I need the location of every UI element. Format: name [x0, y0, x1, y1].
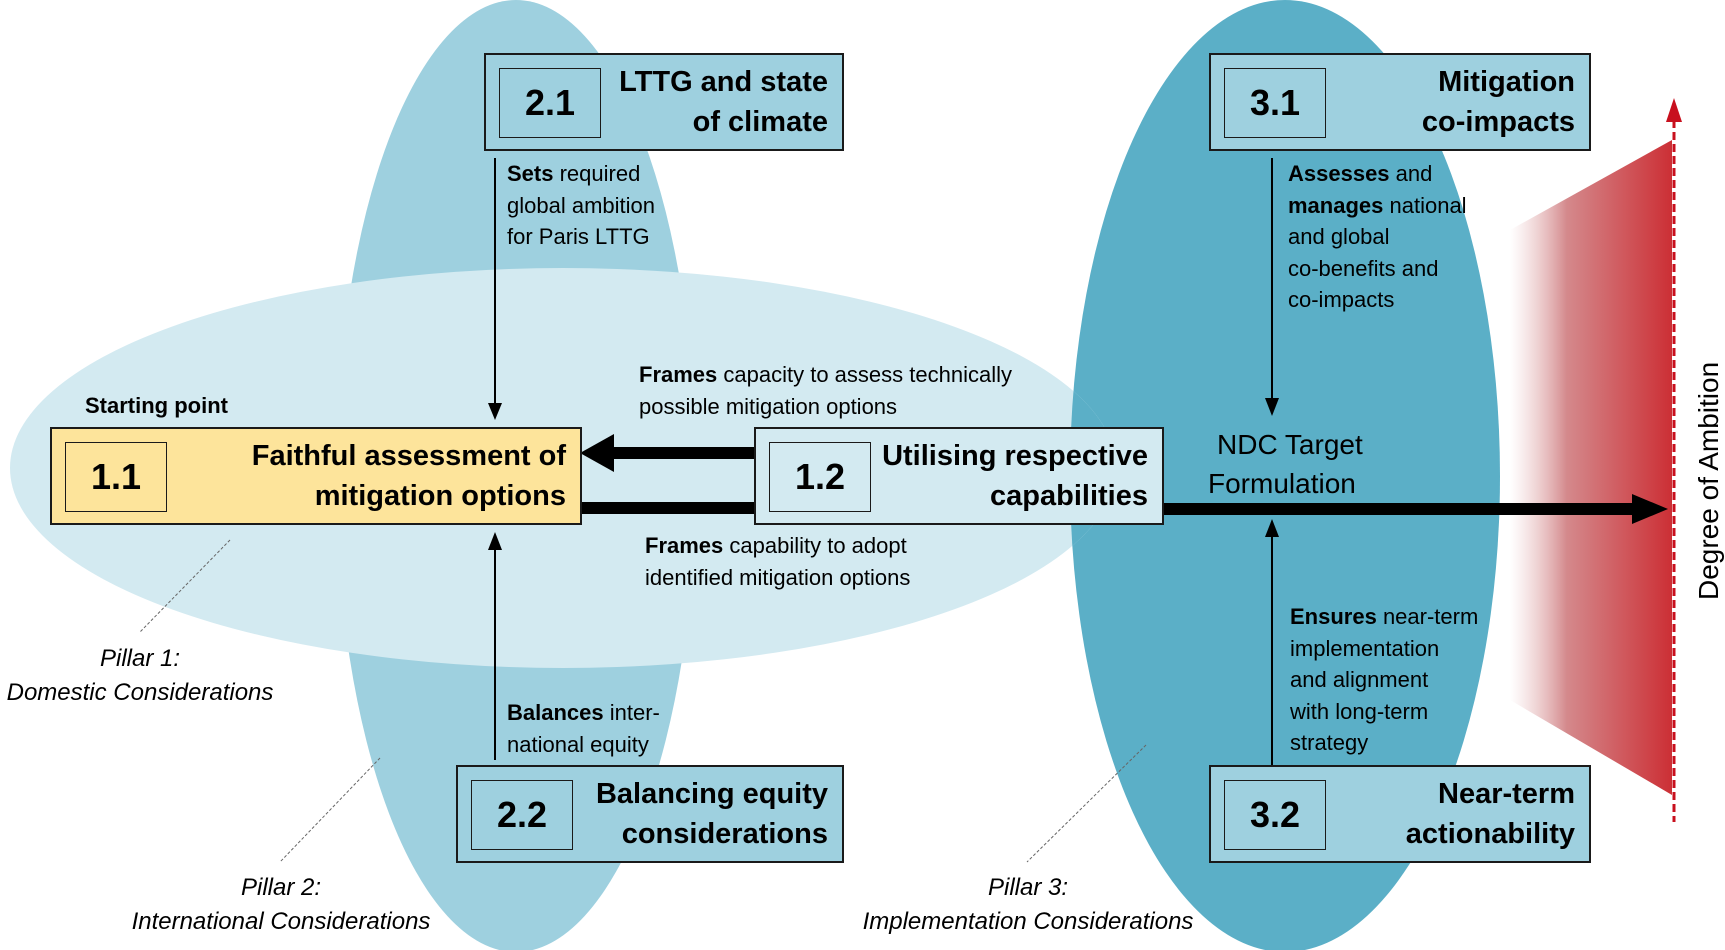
annotation-frames-bottom: Frames capability to adopt identified mi…: [645, 533, 911, 590]
box-3-1-title-line1: Mitigation: [1438, 66, 1575, 98]
annotation-assesses: Assesses and manages national and global…: [1288, 161, 1467, 312]
box-2-2-number: 2.2: [471, 780, 573, 850]
arrow-2-2-head: [488, 532, 502, 550]
pillar-1-leader: [139, 539, 231, 633]
box-2-1-title: LTTG and state of climate: [608, 62, 828, 142]
ndc-arrowhead: [1632, 494, 1668, 524]
arrow-3-1-head: [1265, 398, 1279, 416]
annotation-balances: Balances inter- national equity: [507, 700, 660, 757]
ndc-target-label: NDC Target Formulation: [1208, 429, 1363, 499]
box-3-2[interactable]: 3.2 Near-term actionability: [1209, 765, 1591, 863]
box-3-1-title: Mitigation co-impacts: [1355, 62, 1575, 142]
box-2-1-number: 2.1: [499, 68, 601, 138]
arrow-1-2-to-1-1-shaft: [610, 447, 758, 459]
arrow-2-1-head: [488, 403, 502, 420]
box-1-1-title: Faithful assessment of mitigation option…: [186, 436, 566, 516]
box-3-2-title: Near-term actionability: [1355, 774, 1575, 854]
pillar-3-ellipse: [1070, 0, 1500, 950]
box-2-1-title-line1: LTTG and state: [619, 66, 828, 98]
box-1-1-number: 1.1: [65, 442, 167, 512]
box-2-2-title-line2: considerations: [621, 818, 828, 850]
box-1-2[interactable]: 1.2 Utilising respective capabilities: [754, 427, 1164, 525]
pillar-3-leader: [1026, 744, 1147, 863]
pillar-2-leader: [279, 757, 381, 863]
annotation-sets: Sets required global ambition for Paris …: [507, 161, 655, 249]
box-1-2-title: Utilising respective capabilities: [868, 436, 1148, 516]
box-2-2[interactable]: 2.2 Balancing equity considerations: [456, 765, 844, 863]
box-2-2-title-line1: Balancing equity: [595, 778, 828, 810]
annotation-frames-top: Frames capacity to assess technically po…: [639, 362, 1012, 419]
starting-point-label: Starting point: [85, 393, 228, 418]
box-2-1[interactable]: 2.1 LTTG and state of climate: [484, 53, 844, 151]
box-3-1-number: 3.1: [1224, 68, 1326, 138]
box-1-2-title-line2: capabilities: [990, 480, 1148, 512]
arrow-1-1-to-1-2-line: [580, 502, 758, 514]
box-3-1[interactable]: 3.1 Mitigation co-impacts: [1209, 53, 1591, 151]
arrow-3-2-head: [1265, 519, 1279, 537]
pillar-3-label: Pillar 3: Implementation Considerations: [862, 874, 1194, 935]
degree-of-ambition-label: Degree of Ambition: [1693, 361, 1724, 600]
pillar-1-label: Pillar 1: Domestic Considerations: [6, 645, 274, 706]
box-1-1[interactable]: 1.1 Faithful assessment of mitigation op…: [50, 427, 582, 525]
pillar-2-label: Pillar 2: International Considerations: [131, 874, 431, 935]
box-2-1-title-line2: of climate: [692, 106, 828, 138]
annotation-ensures: Ensures near-term implementation and ali…: [1290, 604, 1479, 755]
arrow-ndc-shaft: [1163, 503, 1635, 515]
box-1-1-title-line2: mitigation options: [314, 480, 566, 512]
box-3-2-title-line1: Near-term: [1438, 778, 1575, 810]
ambition-arrowhead: [1666, 98, 1682, 122]
ambition-wedge: [1510, 140, 1672, 795]
box-3-2-number: 3.2: [1224, 780, 1326, 850]
box-1-2-title-line1: Utilising respective: [882, 440, 1148, 472]
box-1-2-number: 1.2: [769, 442, 871, 512]
box-3-1-title-line2: co-impacts: [1421, 106, 1575, 138]
arrow-1-2-to-1-1-head: [580, 434, 614, 472]
box-3-2-title-line2: actionability: [1405, 818, 1575, 850]
box-1-1-title-line1: Faithful assessment of: [251, 440, 566, 472]
box-2-2-title: Balancing equity considerations: [588, 774, 828, 854]
